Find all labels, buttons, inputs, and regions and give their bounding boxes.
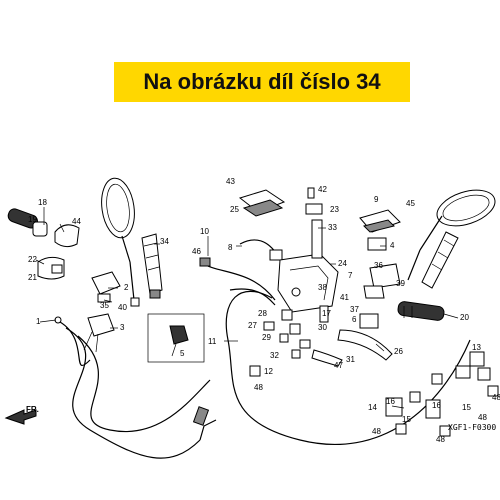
cable-adjusters-right — [385, 351, 499, 437]
diagram-code: XGF1-F0300 — [448, 423, 496, 432]
callout-48-b: 48 — [492, 393, 500, 402]
callout-38: 38 — [318, 283, 327, 292]
brake-lever-26 — [337, 329, 393, 361]
callout-23: 23 — [330, 205, 339, 214]
callout-16-b: 16 — [432, 401, 441, 410]
callout-17: 17 — [322, 309, 331, 318]
callout-labels: 18 19 44 22 21 1 2 35 40 3 34 5 10 46 8 … — [28, 177, 500, 444]
callout-46: 46 — [192, 247, 201, 256]
clutch-switch-3 — [83, 313, 115, 353]
callout-3: 3 — [120, 323, 125, 332]
reservoir-cover-25 — [238, 189, 286, 217]
callout-31: 31 — [346, 355, 355, 364]
callout-32: 32 — [270, 351, 279, 360]
callout-2: 2 — [124, 283, 129, 292]
callout-18: 18 — [38, 198, 47, 207]
left-switch-housing — [37, 224, 80, 280]
left-grip — [7, 208, 48, 237]
callout-13: 13 — [472, 343, 481, 352]
callout-47: 47 — [334, 361, 343, 370]
callout-44: 44 — [72, 217, 81, 226]
callout-35: 35 — [100, 301, 109, 310]
fr-label: FR. — [26, 405, 39, 414]
callout-11: 11 — [208, 337, 217, 346]
part-number-banner: Na obrázku díl číslo 34 — [114, 62, 410, 102]
callout-48-a: 48 — [254, 383, 263, 392]
connector-5 — [147, 313, 205, 363]
bolts-27-28-29-30 — [263, 305, 329, 359]
callout-26: 26 — [394, 347, 403, 356]
callout-16-a: 16 — [386, 397, 395, 406]
callout-43: 43 — [226, 177, 235, 186]
callout-6: 6 — [352, 315, 357, 324]
right-boot-34 — [421, 231, 459, 289]
wire-harness-8 — [239, 239, 283, 261]
callout-19: 19 — [28, 215, 37, 224]
callout-20: 20 — [460, 313, 469, 322]
switch-4 — [367, 237, 387, 251]
callout-30: 30 — [318, 323, 327, 332]
callout-12: 12 — [264, 367, 273, 376]
callout-21: 21 — [28, 273, 37, 282]
front-brake-cable-11 — [225, 290, 471, 445]
right-mirror — [407, 189, 496, 281]
banner-text: Na obrázku díl číslo 34 — [143, 69, 381, 94]
switch-housing-lower-7-36 — [363, 263, 401, 299]
callout-27: 27 — [248, 321, 257, 330]
callout-10: 10 — [200, 227, 209, 236]
right-grip-20 — [397, 301, 445, 321]
front-direction-arrow: FR. — [4, 405, 39, 425]
cable-10-46 — [199, 257, 276, 301]
callout-33: 33 — [328, 223, 337, 232]
callout-40: 40 — [118, 303, 127, 312]
callout-15-b: 15 — [402, 415, 411, 424]
callout-8: 8 — [228, 243, 233, 252]
callout-34-left: 34 — [160, 237, 169, 246]
callout-7: 7 — [348, 271, 353, 280]
clutch-cable-11 — [65, 327, 201, 459]
master-cylinder-24 — [277, 253, 339, 313]
left-boot-34 — [141, 233, 163, 299]
callout-24: 24 — [338, 259, 347, 268]
throttle-cable-1 — [54, 316, 91, 367]
bolt-42 — [307, 187, 315, 199]
callout-42: 42 — [318, 185, 327, 194]
lever-pivot-6 — [359, 313, 379, 329]
callout-28: 28 — [258, 309, 267, 318]
callout-37: 37 — [350, 305, 359, 314]
clutch-cable-secondary — [77, 335, 211, 433]
callout-29: 29 — [262, 333, 271, 342]
callout-9: 9 — [374, 195, 379, 204]
callout-22: 22 — [28, 255, 37, 264]
callout-14: 14 — [368, 403, 377, 412]
callout-48-c: 48 — [478, 413, 487, 422]
callout-48-d: 48 — [372, 427, 381, 436]
left-mirror — [101, 177, 140, 307]
callout-5: 5 — [180, 349, 185, 358]
callout-1: 1 — [36, 317, 41, 326]
bolt-12 — [249, 365, 261, 377]
lever-bracket-2 — [91, 271, 121, 303]
right-switch-housing-9 — [359, 209, 401, 233]
reservoir-33 — [311, 219, 323, 259]
callout-45: 45 — [406, 199, 415, 208]
front-brake-lever-31 — [311, 349, 343, 367]
callout-39: 39 — [396, 279, 405, 288]
callout-41: 41 — [340, 293, 349, 302]
callout-4: 4 — [390, 241, 395, 250]
callout-25: 25 — [230, 205, 239, 214]
callout-48-e: 48 — [436, 435, 445, 444]
callout-36: 36 — [374, 261, 383, 270]
callout-15-a: 15 — [462, 403, 471, 412]
bracket-23 — [305, 203, 323, 215]
leader-lines — [35, 207, 459, 409]
